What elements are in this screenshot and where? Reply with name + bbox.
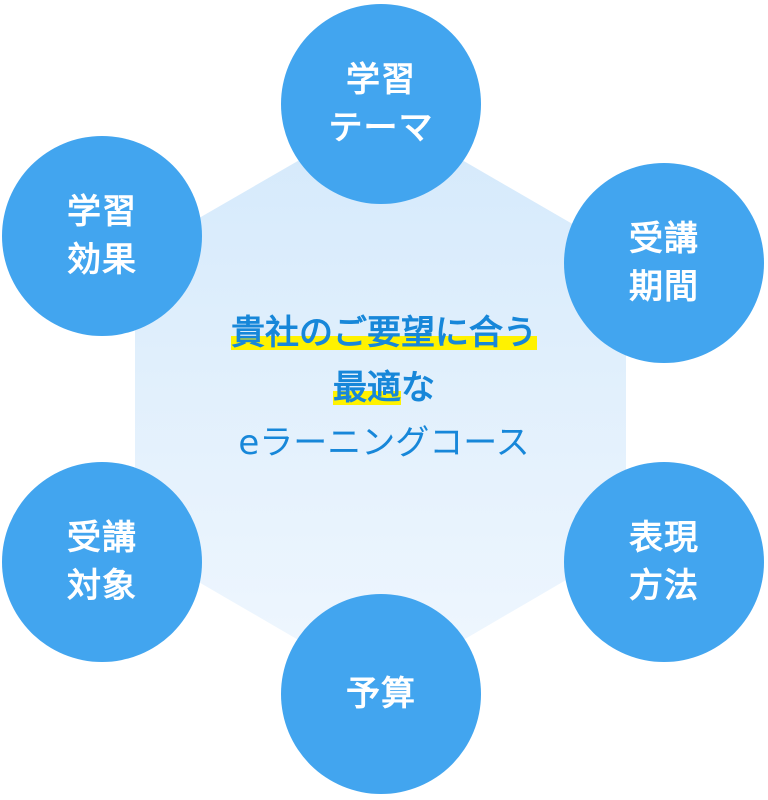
node-expression-method: 表現 方法: [564, 462, 764, 662]
center-line1-text: 貴社のご要望に合う: [231, 313, 537, 353]
node-label-line1: 受講: [629, 218, 699, 259]
node-label-line2: 対象: [67, 566, 137, 606]
node-label-line1: 予算: [346, 673, 416, 714]
node-target-learners: 受講 対象: [2, 462, 202, 662]
node-label-line1: 学習: [346, 59, 416, 100]
center-line-2: 最適な: [134, 361, 634, 416]
node-label-line2: テーマ: [328, 108, 434, 148]
node-learning-effect: 学習 効果: [2, 136, 202, 336]
node-label-line1: 学習: [67, 191, 137, 232]
node-label-line2: 効果: [67, 240, 137, 280]
center-line-3: eラーニングコース: [238, 423, 530, 463]
node-budget: 予算: [281, 594, 481, 794]
center-line2-rest: な: [401, 368, 435, 408]
node-label-line1: 受講: [67, 517, 137, 558]
node-learning-theme: 学習 テーマ: [281, 4, 481, 204]
center-line2-highlight: 最適: [333, 368, 401, 408]
node-label-line2: 方法: [629, 566, 699, 606]
node-label-line2: 期間: [629, 267, 699, 307]
node-label-line1: 表現: [629, 517, 699, 558]
center-message: 貴社のご要望に合う 最適な eラーニングコース: [134, 306, 634, 471]
center-line-1: 貴社のご要望に合う: [134, 306, 634, 361]
node-course-period: 受講 期間: [564, 163, 764, 363]
